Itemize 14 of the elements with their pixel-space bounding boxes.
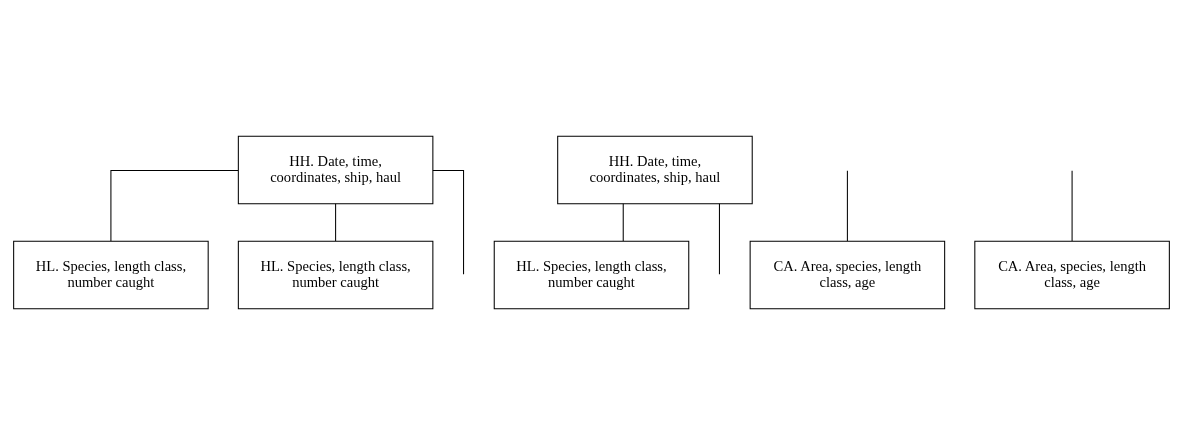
connector: [622, 202, 624, 241]
node-box: HL. Species, length class, number caught: [493, 240, 690, 309]
node-box: CA. Area, species, length class, age: [974, 240, 1170, 309]
connector: [110, 169, 239, 242]
node-box: HH. Date, time, coordinates, ship, haul: [557, 135, 753, 204]
node-box: CA. Area, species, length class, age: [749, 240, 946, 309]
connector: [846, 169, 848, 242]
node-box: HL. Species, length class, number caught: [237, 240, 434, 309]
node-box: HL. Species, length class, number caught: [13, 240, 209, 309]
node-box: HH. Date, time, coordinates, ship, haul: [237, 135, 434, 204]
connector: [335, 202, 337, 241]
connector: [1071, 169, 1073, 242]
connector: [432, 169, 465, 275]
connector: [718, 202, 720, 275]
